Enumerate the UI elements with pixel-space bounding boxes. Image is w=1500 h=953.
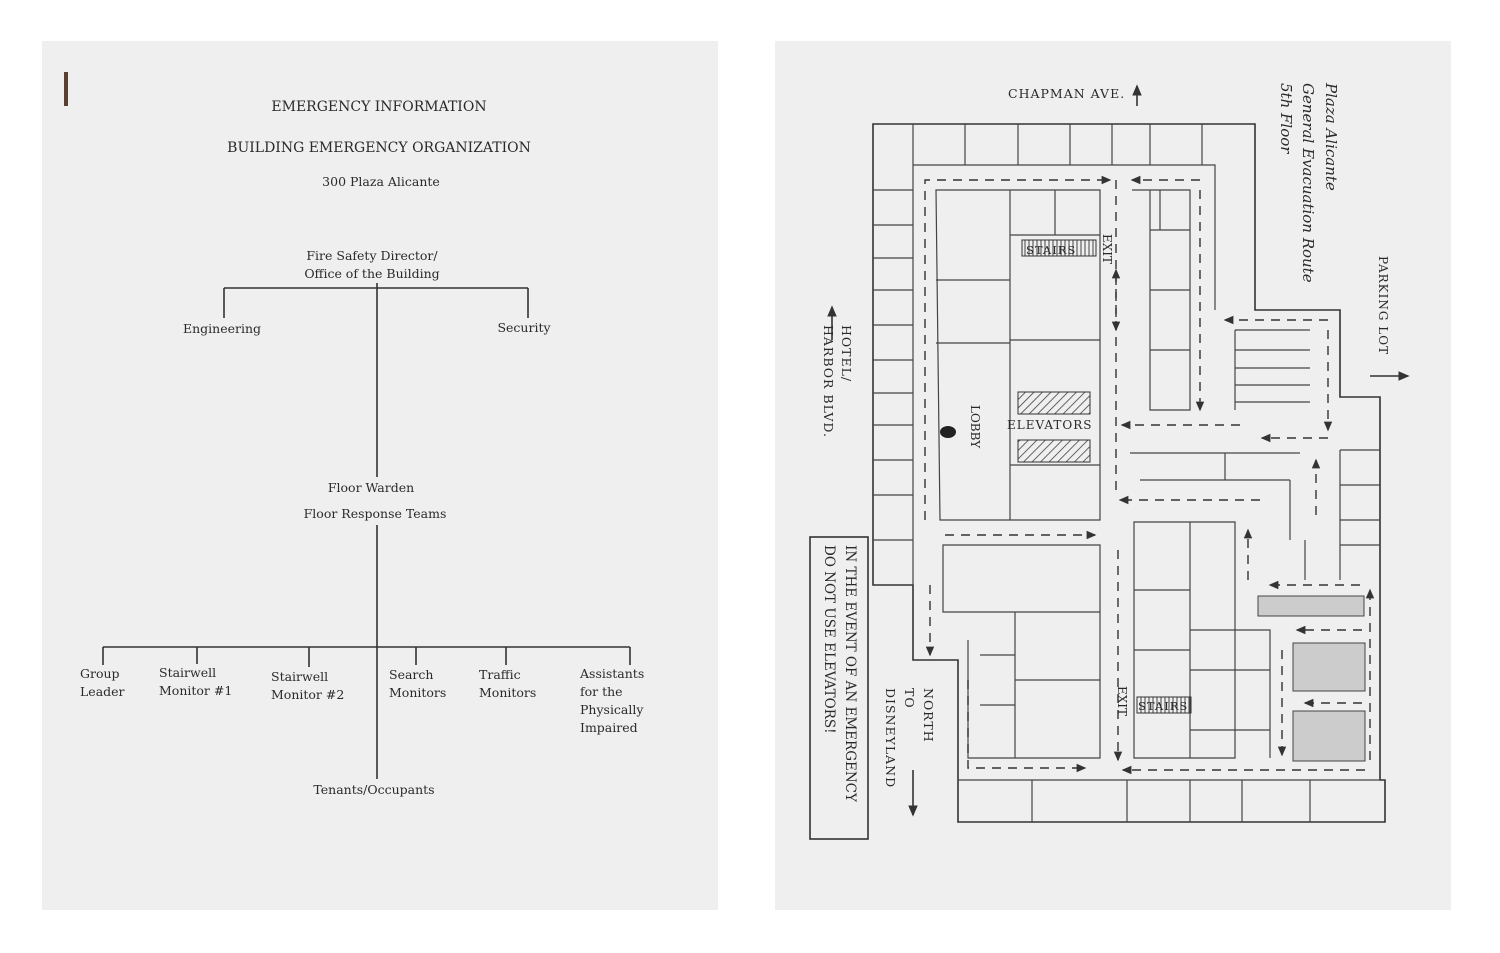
hotel-label-1: HOTEL/ (839, 325, 854, 382)
engineering: Engineering (183, 321, 261, 336)
warning-line1: IN THE EVENT OF AN EMERGENCY (842, 545, 858, 803)
lobby-label: LOBBY (968, 405, 982, 449)
warning-line2: DO NOT USE ELEVATORS! (821, 545, 837, 734)
map-title-line1: Plaza Alicante (1322, 82, 1340, 191)
chapman-ave-label: CHAPMAN AVE. (1008, 86, 1125, 101)
parking-lot-label: PARKING LOT (1376, 256, 1390, 355)
north-label-1: NORTH (921, 688, 936, 743)
exit-label-2: EXIT (1115, 686, 1129, 716)
team-1-l1: Monitor #1 (159, 683, 232, 698)
doc-subtitle: BUILDING EMERGENCY ORGANIZATION (227, 140, 531, 156)
director-line1: Fire Safety Director/ (306, 248, 438, 263)
exit-label-1: EXIT (1100, 234, 1114, 264)
team-4-l1: Monitors (479, 685, 536, 700)
team-4-l0: Traffic (479, 667, 521, 682)
north-label-2: TO (902, 688, 917, 709)
security: Security (497, 320, 551, 335)
elevators-label: ELEVATORS (1007, 418, 1092, 432)
tenants: Tenants/Occupants (313, 782, 434, 797)
hotel-label-2: HARBOR BLVD. (821, 325, 836, 438)
stairs-label-1: STAIRS (1026, 243, 1076, 257)
team-0-l0: Group (80, 666, 120, 681)
evacuation-map-page: Plaza Alicante General Evacuation Route … (775, 41, 1451, 910)
north-label-3: DISNEYLAND (883, 688, 898, 788)
evacuation-routes (924, 175, 1375, 775)
lobby-marker (940, 426, 956, 438)
team-1-l0: Stairwell (159, 665, 216, 680)
map-title-line3: 5th Floor (1277, 83, 1295, 154)
team-2-l1: Monitor #2 (271, 687, 344, 702)
map-title-line2: General Evacuation Route (1299, 83, 1317, 283)
team-3-l0: Search (389, 667, 433, 682)
floor-response-teams: Floor Response Teams (304, 506, 447, 521)
director-line2: Office of the Building (304, 266, 439, 281)
team-3-l1: Monitors (389, 685, 446, 700)
warning-box: IN THE EVENT OF AN EMERGENCY DO NOT USE … (809, 536, 869, 840)
team-0-l1: Leader (80, 684, 125, 699)
address: 300 Plaza Alicante (322, 174, 440, 189)
stairs-label-2: STAIRS (1138, 699, 1188, 713)
org-chart-page: EMERGENCY INFORMATION BUILDING EMERGENCY… (42, 41, 718, 910)
doc-title: EMERGENCY INFORMATION (271, 99, 486, 115)
team-5-l3: Impaired (580, 720, 638, 735)
team-5-l2: Physically (580, 702, 644, 717)
floor-warden: Floor Warden (328, 480, 414, 495)
team-5-l0: Assistants (579, 666, 644, 681)
elevator-bank-2 (1017, 439, 1091, 463)
team-boxes: Group Leader Stairwell Monitor #1 Stairw… (80, 665, 644, 735)
floor-plan (872, 123, 1386, 823)
staple (64, 72, 68, 106)
team-5-l1: for the (580, 684, 623, 699)
elevator-bank-1 (1017, 391, 1091, 415)
team-2-l0: Stairwell (271, 669, 328, 684)
org-lines (102, 283, 631, 779)
